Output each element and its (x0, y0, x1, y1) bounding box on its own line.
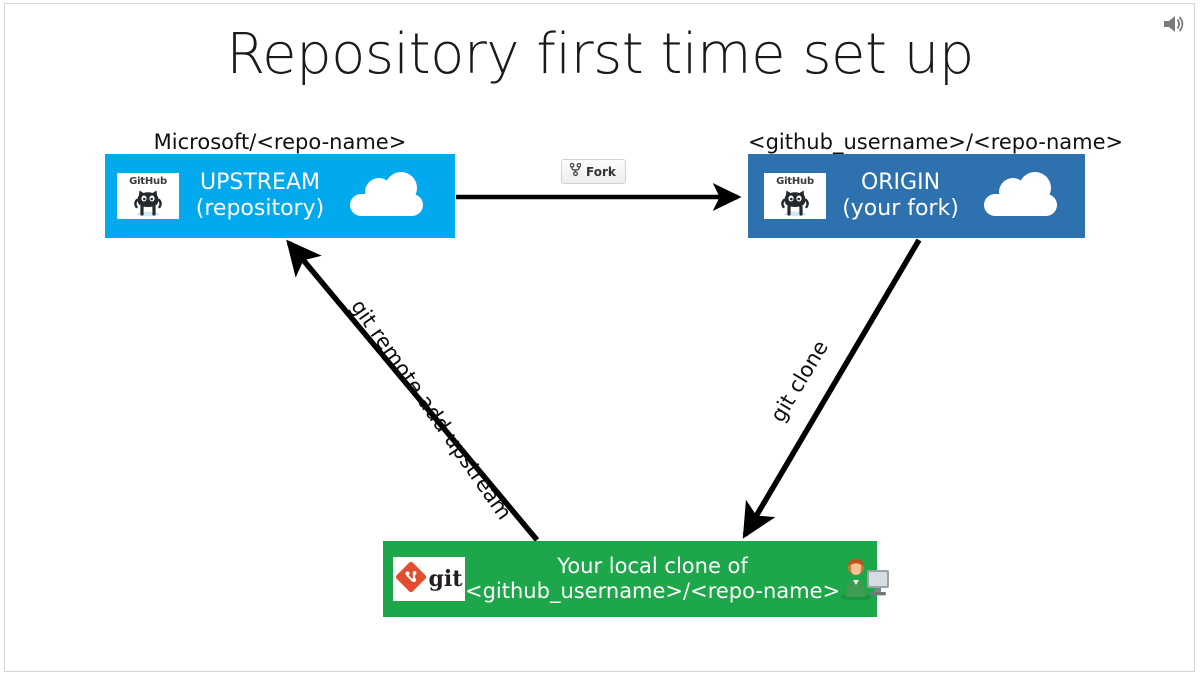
upstream-repo-box[interactable]: GitHub UPSTREAM (repository) (105, 154, 455, 238)
upstream-title-line1: UPSTREAM (200, 170, 320, 196)
git-logo-card: git (393, 557, 465, 601)
upstream-caption: Microsoft/<repo-name> (153, 130, 407, 154)
github-wordmark: GitHub (776, 176, 814, 187)
local-title-line2: <github_username>/<repo-name> (465, 579, 841, 603)
cloud-icon (341, 170, 437, 222)
page-title: Repository first time set up (226, 22, 974, 87)
upstream-title-line2: (repository) (195, 196, 325, 221)
upstream-box-title: UPSTREAM (repository) (179, 170, 341, 222)
origin-caption: <github_username>/<repo-name> (748, 130, 1124, 154)
git-remote-add-upstream-arrow (286, 239, 540, 542)
speaker-icon[interactable] (1158, 9, 1188, 39)
local-clone-box[interactable]: git Your local clone of <github_username… (383, 541, 890, 617)
cloud-icon (975, 170, 1071, 222)
fork-button-label: Fork (586, 164, 616, 179)
origin-repo-box[interactable]: GitHub ORIGIN (your fork) (748, 154, 1085, 238)
origin-box-title: ORIGIN (your fork) (826, 170, 975, 222)
person-at-computer-icon (840, 556, 892, 602)
fork-button[interactable]: Fork (561, 159, 626, 184)
git-diamond-icon (395, 561, 426, 597)
github-wordmark: GitHub (129, 176, 167, 187)
github-logo-card: GitHub (764, 173, 826, 219)
origin-title-line1: ORIGIN (860, 170, 941, 196)
local-clone-title: Your local clone of <github_username>/<r… (465, 554, 840, 604)
origin-title-line2: (your fork) (842, 196, 959, 221)
git-clone-arrow (742, 238, 922, 539)
github-octocat-icon (133, 187, 163, 219)
repo-forked-icon (569, 162, 582, 181)
local-title-line1: Your local clone of (557, 554, 748, 579)
github-logo-card: GitHub (117, 173, 179, 219)
git-wordmark: git (428, 566, 463, 592)
github-octocat-icon (780, 187, 810, 219)
